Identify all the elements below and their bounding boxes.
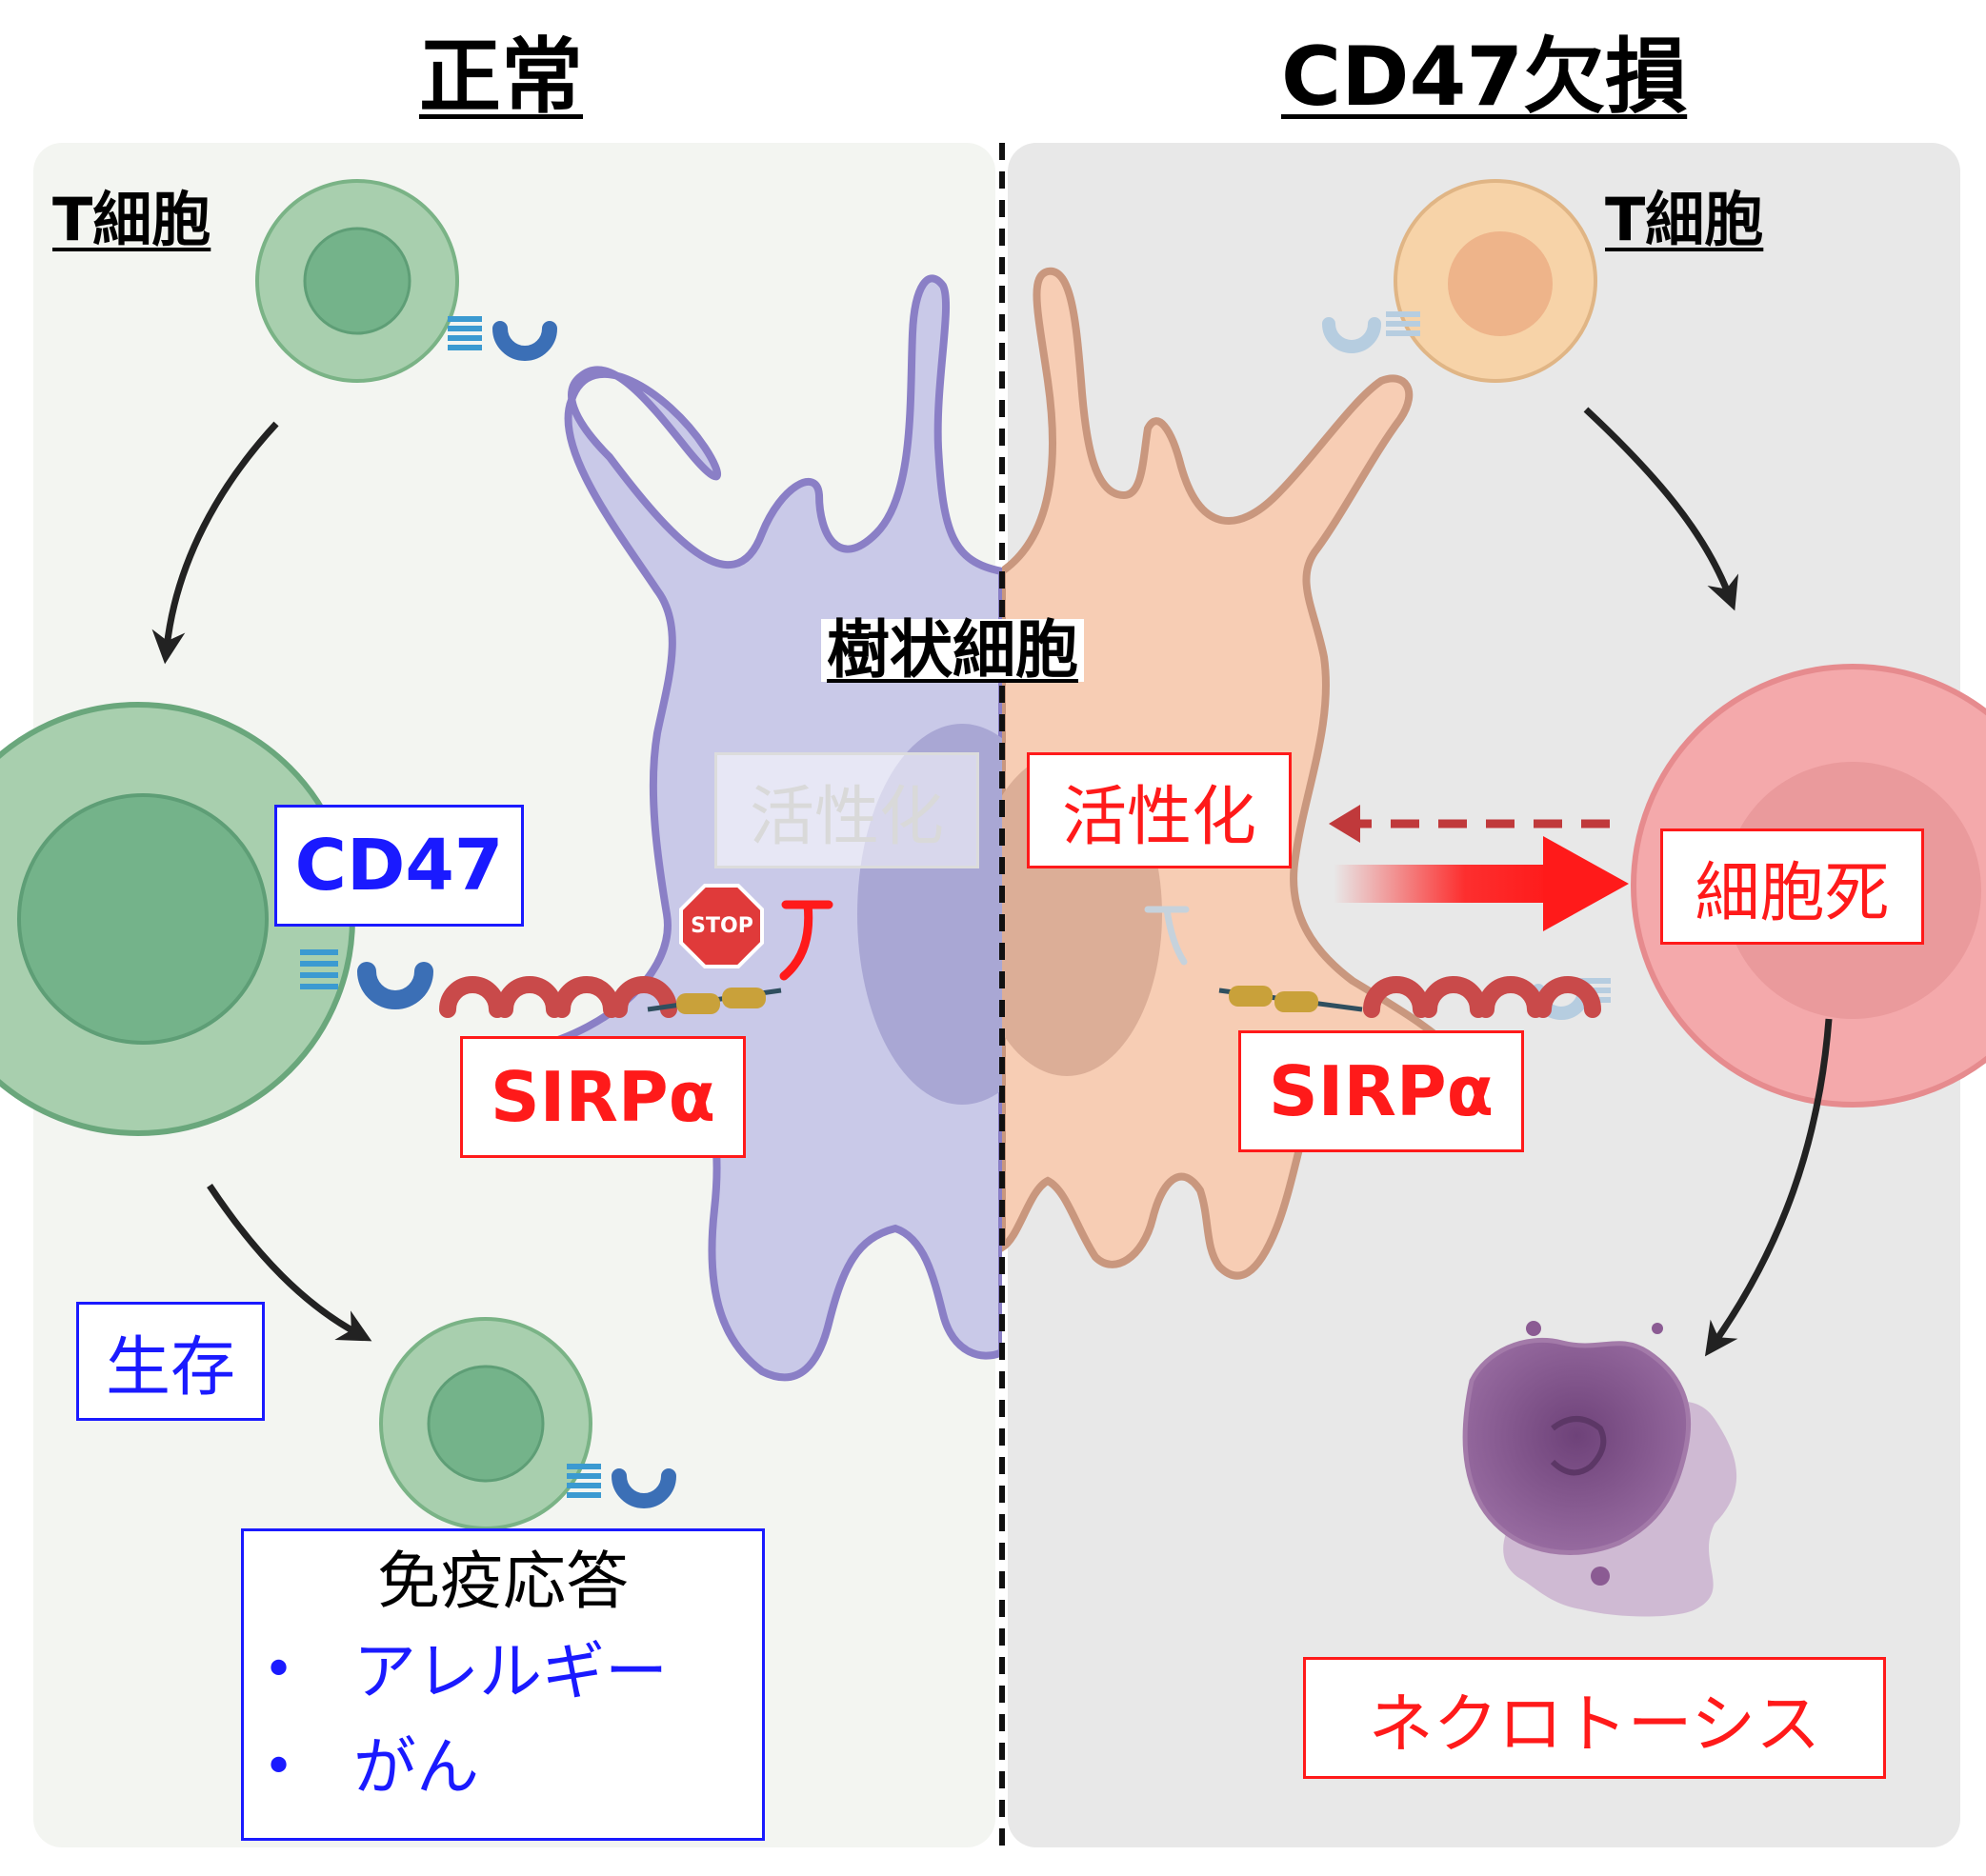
t-cell-top-right bbox=[1322, 179, 1597, 383]
arrow-icon bbox=[151, 421, 279, 665]
activation-left-label: 活性化 bbox=[714, 752, 979, 868]
immune-response-title: 免疫応答 bbox=[377, 1545, 629, 1618]
immune-item-allergy: アレルギー bbox=[353, 1635, 668, 1708]
cd47-sirpa-binding-left bbox=[300, 949, 782, 1018]
arrow-icon bbox=[207, 1184, 372, 1342]
sirpa-right-label: SIRPα bbox=[1238, 1030, 1524, 1152]
cd47-label: CD47 bbox=[274, 805, 524, 927]
label-tcell-left: T細胞 bbox=[52, 185, 211, 254]
stop-sign-text: STOP bbox=[691, 914, 753, 938]
survival-label: 生存 bbox=[76, 1302, 265, 1421]
title-deficient: CD47欠損 bbox=[1281, 30, 1688, 125]
t-cell-large-left bbox=[0, 702, 355, 1136]
inhibition-icon bbox=[779, 900, 833, 981]
arrow-icon bbox=[1583, 407, 1739, 611]
t-cell-top-left bbox=[255, 179, 459, 383]
immune-response-box: 免疫応答 • アレルギー • がん bbox=[241, 1528, 765, 1841]
dashed-arrow-icon bbox=[1329, 805, 1610, 843]
t-cell-survival bbox=[379, 1317, 676, 1530]
sirpa-left-label: SIRPα bbox=[460, 1036, 746, 1158]
necroptosis-label: ネクロトーシス bbox=[1303, 1657, 1886, 1779]
stop-sign-icon bbox=[679, 884, 764, 968]
necroptotic-cell bbox=[1462, 1321, 1737, 1617]
label-tcell-right: T細胞 bbox=[1605, 185, 1764, 254]
arrow-icon bbox=[1704, 1018, 1833, 1357]
immune-item-cancer: がん bbox=[353, 1730, 479, 1804]
bullet: • bbox=[263, 1736, 295, 1798]
cell-death-label: 細胞死 bbox=[1660, 828, 1924, 945]
sirpa-right bbox=[1144, 906, 1601, 1018]
thick-arrow-icon bbox=[1334, 836, 1629, 931]
title-normal: 正常 bbox=[419, 30, 583, 125]
bullet: • bbox=[263, 1639, 295, 1701]
cd47-receptor-top-left bbox=[448, 316, 557, 361]
label-dendritic-cell: 樹状細胞 bbox=[821, 619, 1084, 682]
activation-right-label: 活性化 bbox=[1027, 752, 1292, 868]
